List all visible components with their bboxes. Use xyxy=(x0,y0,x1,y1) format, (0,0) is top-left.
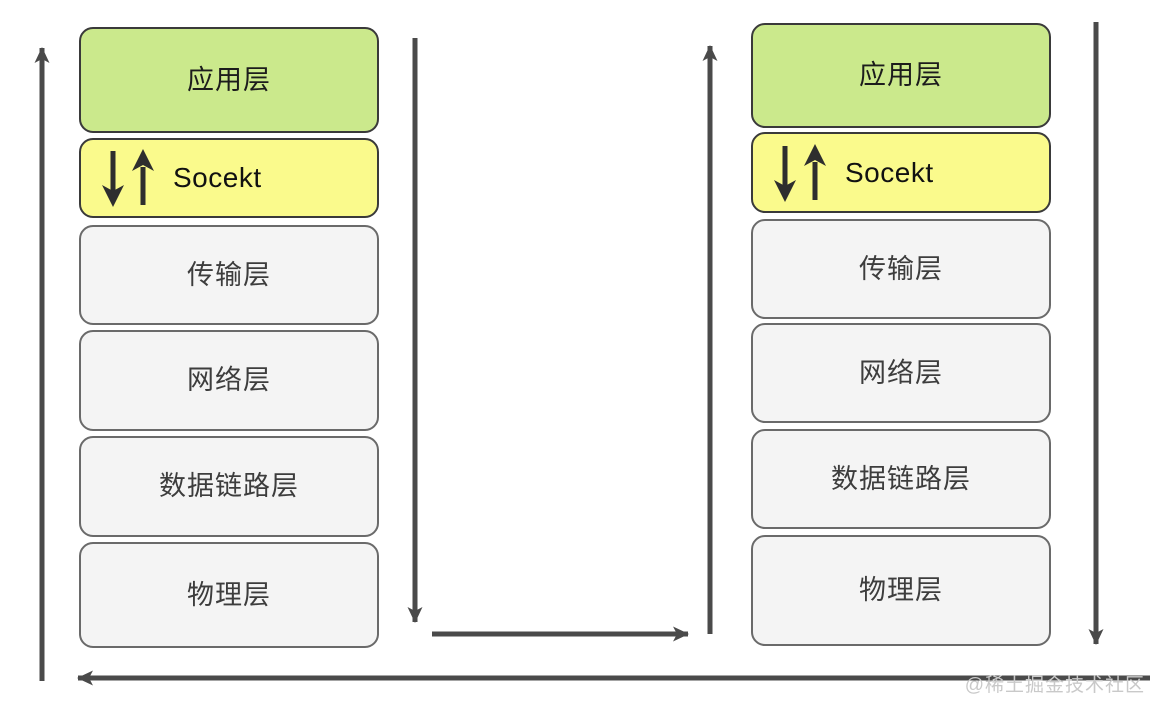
layer-label: 网络层 xyxy=(187,365,271,395)
layer-label: Socekt xyxy=(845,156,934,188)
socket-row: Socekt xyxy=(753,140,1049,206)
socket-row: Socekt xyxy=(81,145,377,211)
layer-label: 物理层 xyxy=(859,575,943,605)
down-up-arrows-icon xyxy=(769,140,831,206)
layer-box-physical-right[interactable]: 物理层 xyxy=(751,535,1051,646)
layer-box-network-right[interactable]: 网络层 xyxy=(751,323,1051,423)
layer-box-application-right[interactable]: 应用层 xyxy=(751,23,1051,128)
layer-label: Socekt xyxy=(173,162,262,193)
layer-label: 物理层 xyxy=(187,579,271,610)
layer-label: 应用层 xyxy=(187,64,271,95)
layer-label: 网络层 xyxy=(859,357,943,388)
layer-box-socket-left[interactable]: Socekt xyxy=(79,138,379,218)
down-up-arrows-icon xyxy=(97,145,159,211)
layer-box-network-left[interactable]: 网络层 xyxy=(79,330,379,431)
layer-box-socket-right[interactable]: Socekt xyxy=(751,132,1051,213)
layer-box-datalink-right[interactable]: 数据链路层 xyxy=(751,429,1051,529)
layer-label: 传输层 xyxy=(859,253,943,284)
layer-box-physical-left[interactable]: 物理层 xyxy=(79,542,379,648)
layer-box-transport-left[interactable]: 传输层 xyxy=(79,225,379,325)
layer-box-transport-right[interactable]: 传输层 xyxy=(751,219,1051,319)
layer-box-datalink-left[interactable]: 数据链路层 xyxy=(79,436,379,537)
layer-label: 数据链路层 xyxy=(159,471,299,501)
layer-label: 传输层 xyxy=(187,259,271,290)
layer-label: 应用层 xyxy=(859,60,943,90)
layer-box-application-left[interactable]: 应用层 xyxy=(79,27,379,133)
layer-label: 数据链路层 xyxy=(831,463,971,494)
watermark: @稀土掘金技术社区 xyxy=(964,675,1145,696)
